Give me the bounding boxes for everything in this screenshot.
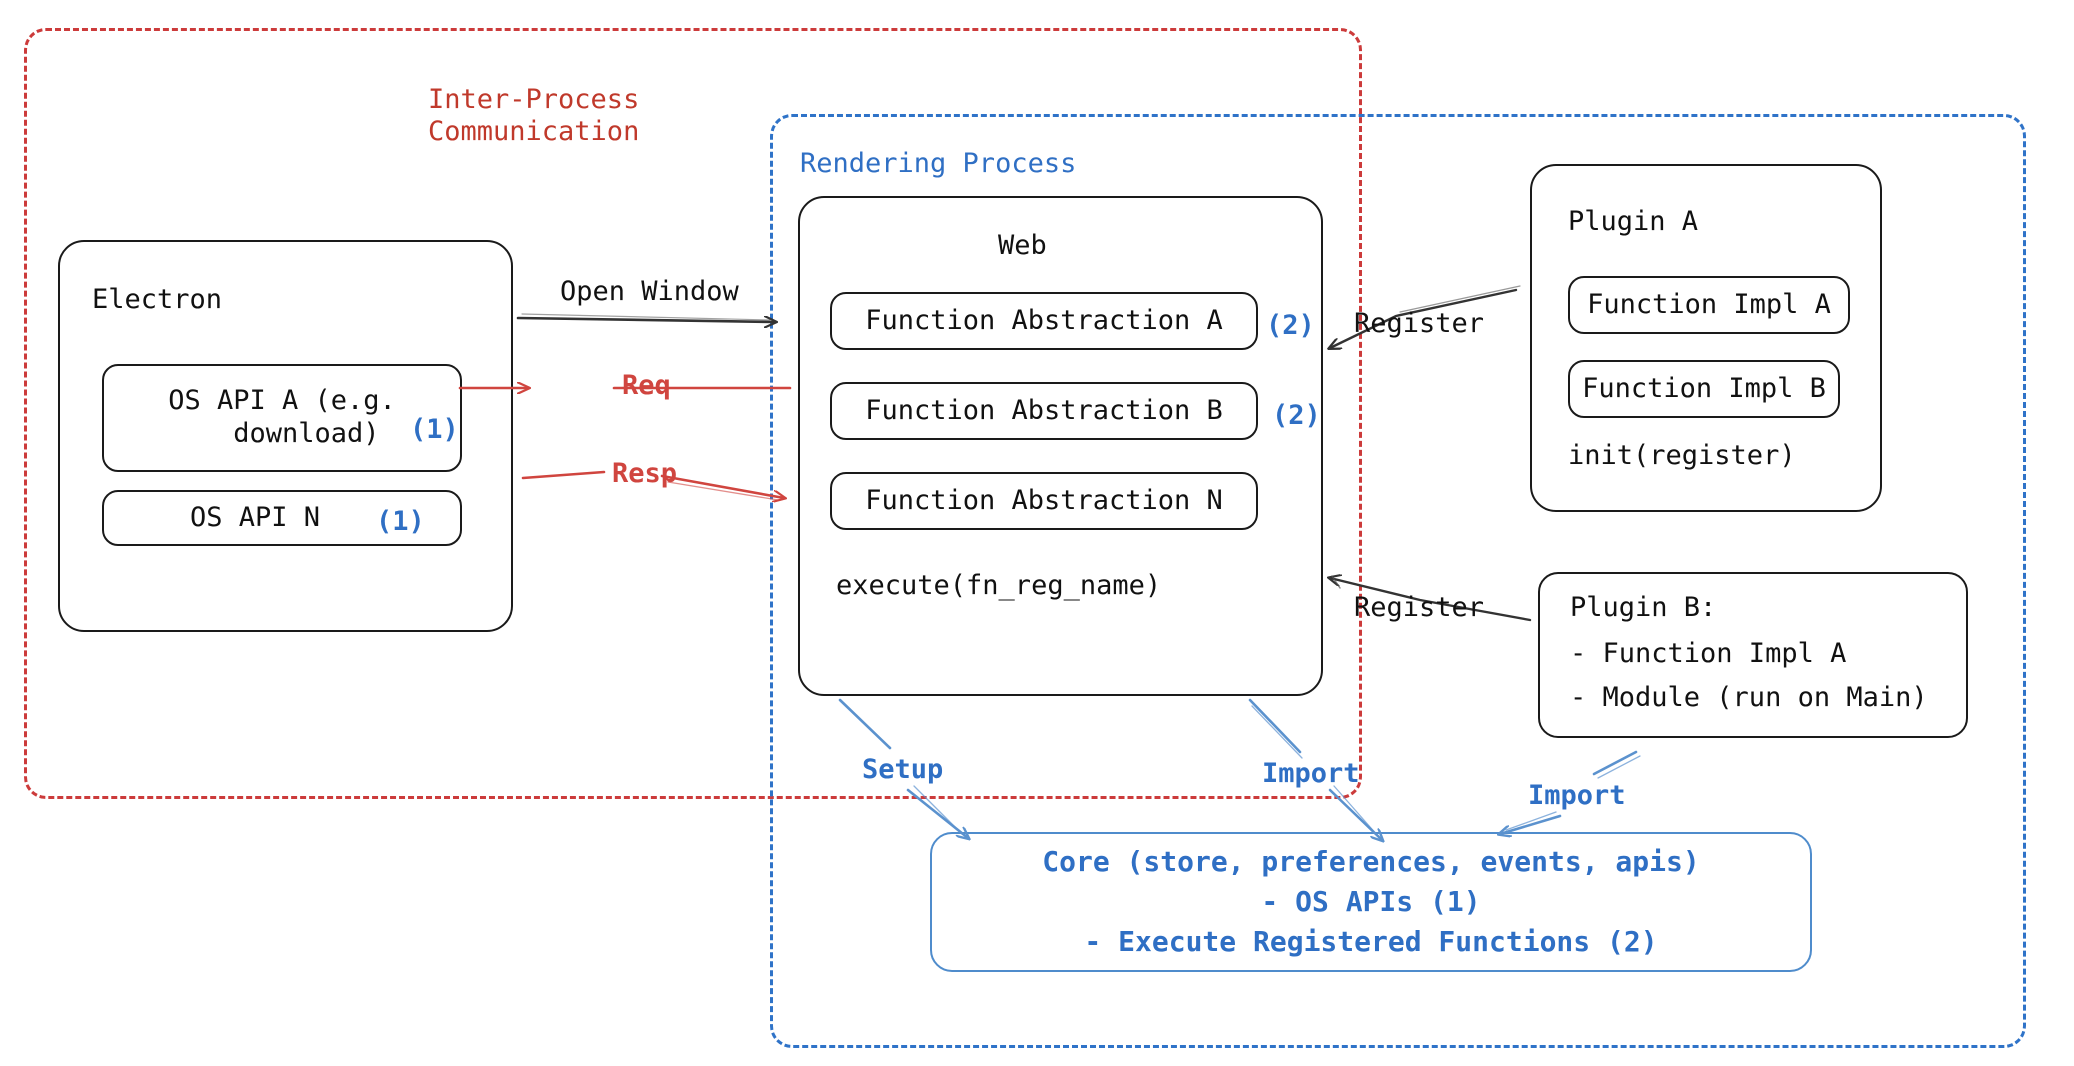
edge-label-setup: Setup (862, 754, 944, 785)
electron-box: Electron OS API A (e.g. download) (1) OS… (58, 240, 513, 632)
group-rendering-process (770, 114, 2026, 1048)
core-line-3: - Execute Registered Functions (2) (1084, 924, 1658, 958)
plugin-b-line-1: - Function Impl A (1570, 638, 1847, 669)
plugin-a-function-impl-a-label: Function Impl A (1587, 288, 1831, 320)
edge-label-register-plugin-b: Register (1354, 592, 1485, 623)
edge-label-resp: Resp (612, 458, 678, 489)
os-api-a-box[interactable]: OS API A (e.g. download) (102, 364, 462, 472)
web-title: Web (998, 230, 1047, 261)
plugin-a-function-impl-a-box[interactable]: Function Impl A (1568, 276, 1850, 334)
function-abstraction-n-label: Function Abstraction N (865, 484, 1223, 516)
group-inter-process-communication (24, 28, 1362, 799)
function-abstraction-a-box[interactable]: Function Abstraction A (830, 292, 1258, 350)
plugin-a-title: Plugin A (1568, 206, 1699, 237)
edge-label-req: Req (622, 370, 671, 401)
function-abstraction-a-marker: (2) (1266, 310, 1315, 341)
electron-title: Electron (92, 284, 223, 315)
core-line-2: - OS APIs (1) (1261, 885, 1481, 919)
edge-label-import-web: Import (1262, 758, 1360, 789)
function-abstraction-b-marker: (2) (1272, 400, 1321, 431)
function-abstraction-b-box[interactable]: Function Abstraction B (830, 382, 1258, 440)
edge-label-register-plugin-a: Register (1354, 308, 1485, 339)
plugin-b-title: Plugin B: (1570, 592, 1717, 623)
os-api-n-label: OS API N (189, 501, 321, 533)
edge-label-import-plugin: Import (1528, 780, 1626, 811)
plugin-a-box: Plugin A Function Impl A Function Impl B… (1530, 164, 1882, 512)
plugin-b-box: Plugin B: - Function Impl A - Module (ru… (1538, 572, 1968, 738)
os-api-a-label: OS API A (e.g. download) (168, 385, 396, 449)
os-api-n-box[interactable]: OS API N (102, 490, 462, 546)
core-line-1: Core (store, preferences, events, apis) (1042, 845, 1700, 879)
function-abstraction-n-box[interactable]: Function Abstraction N (830, 472, 1258, 530)
os-api-a-marker: (1) (410, 414, 459, 445)
function-abstraction-a-label: Function Abstraction A (865, 304, 1223, 336)
group-title-rendering-process: Rendering Process (800, 148, 1077, 179)
web-box: Web Function Abstraction A Function Abst… (798, 196, 1323, 696)
edge-label-open-window: Open Window (560, 276, 739, 307)
os-api-n-marker: (1) (376, 506, 425, 537)
plugin-b-line-2: - Module (run on Main) (1570, 682, 1928, 713)
plugin-a-function-impl-b-label: Function Impl B (1582, 372, 1826, 404)
core-box: Core (store, preferences, events, apis) … (930, 832, 1812, 972)
plugin-a-init-label: init(register) (1568, 440, 1796, 471)
web-execute-label: execute(fn_reg_name) (836, 570, 1162, 601)
plugin-a-function-impl-b-box[interactable]: Function Impl B (1568, 360, 1840, 418)
function-abstraction-b-label: Function Abstraction B (865, 394, 1223, 426)
group-title-ipc: Inter-Process Communication (428, 84, 640, 147)
